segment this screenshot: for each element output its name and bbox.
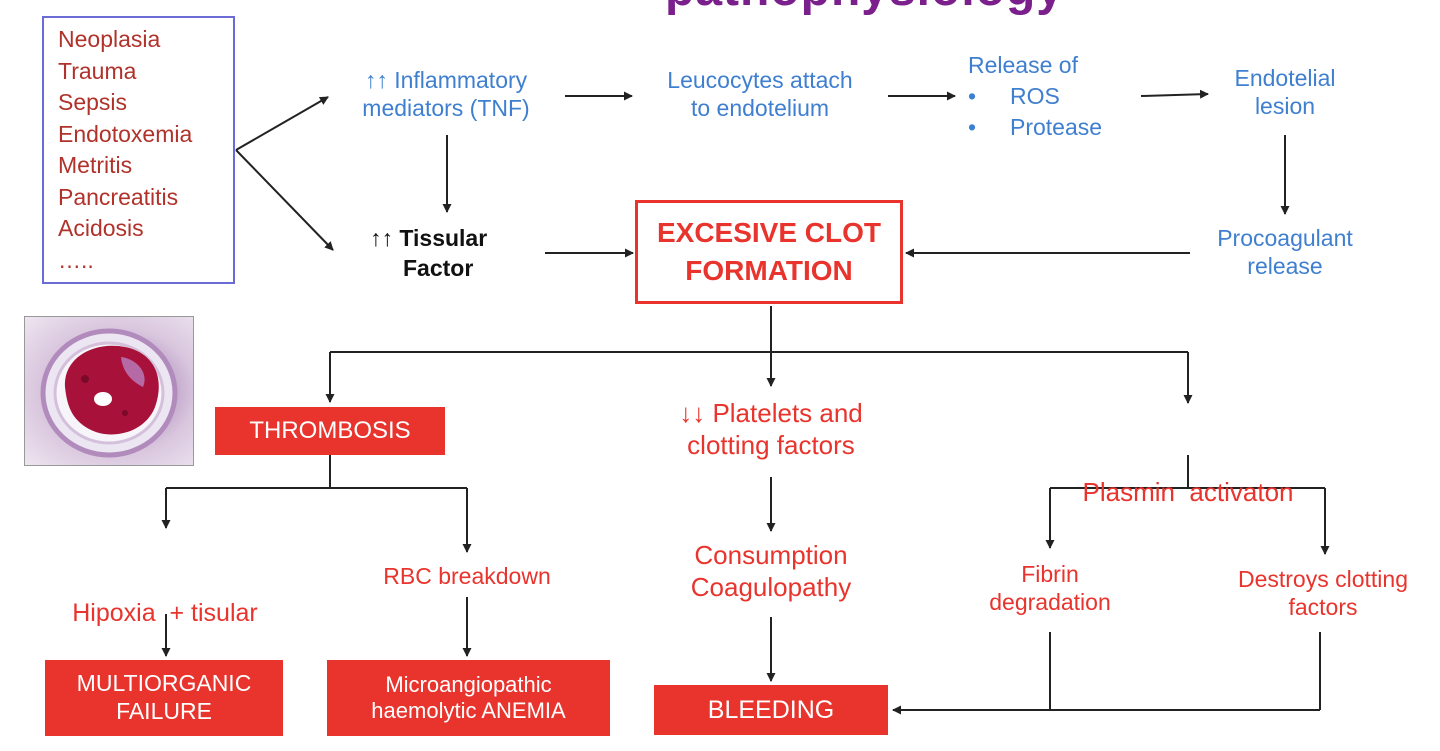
- procoagulant-line-1: Procoagulant: [1217, 225, 1353, 251]
- cause-item: Endotoxemia: [58, 120, 193, 147]
- cause-item: …..: [58, 246, 94, 273]
- cause-item: Metritis: [58, 152, 133, 178]
- tissular-line-2: Factor: [403, 254, 474, 281]
- plasmin-activation-node: Plasmin activaton: [1050, 414, 1326, 541]
- cause-item: Trauma: [58, 57, 137, 84]
- procoagulant-line-2: release: [1247, 253, 1323, 280]
- inflammatory-mediators-node: ↑↑ Inflammatory mediators (TNF): [338, 66, 554, 122]
- title-fragment: pathophysiology: [665, 0, 1064, 17]
- anemia-box: Microangiopathic haemolytic ANEMIA: [327, 660, 610, 736]
- excesive-clot-formation-box: EXCESIVE CLOT FORMATION: [635, 200, 903, 304]
- clot-line-1: EXCESIVE CLOT: [656, 217, 882, 249]
- multiorganic-line-2: FAILURE: [116, 698, 212, 724]
- multiorganic-failure-box: MULTIORGANIC FAILURE: [45, 660, 283, 736]
- hipoxia-line-1: Hipoxia + tisular: [72, 599, 258, 627]
- platelets-line-2: clotting factors: [687, 429, 855, 460]
- fibrin-line-2: degradation: [989, 589, 1111, 616]
- leucocytes-node: Leucocytes attach to endotelium: [640, 66, 880, 122]
- leucocytes-line-1: Leucocytes attach: [667, 67, 853, 93]
- release-item-protease: •Protease: [968, 112, 1138, 143]
- cause-item: Sepsis: [58, 89, 128, 115]
- histology-image: [24, 316, 194, 466]
- multiorganic-line-1: MULTIORGANIC: [76, 670, 252, 697]
- endotelial-lesion-node: Endotelial lesion: [1205, 64, 1365, 120]
- platelets-line-1: ↓↓ Platelets and: [679, 398, 863, 428]
- tissular-factor-node: ↑↑ Tissular Factor: [345, 224, 545, 284]
- bleeding-box: BLEEDING: [654, 685, 888, 735]
- procoagulant-release-node: Procoagulant release: [1195, 224, 1375, 280]
- rbc-breakdown-node: RBC breakdown: [350, 562, 584, 590]
- destroys-line-2: factors: [1288, 594, 1358, 621]
- consumption-line-1: Consumption: [694, 540, 848, 570]
- endotelial-line-1: Endotelial: [1234, 65, 1336, 91]
- anemia-line-2: haemolytic ANEMIA: [371, 698, 566, 723]
- clot-line-2: FORMATION: [685, 255, 853, 286]
- cause-item: Neoplasia: [58, 26, 161, 52]
- release-item-ros: •ROS: [968, 81, 1138, 112]
- endotelial-line-2: lesion: [1254, 93, 1316, 120]
- destroys-line-1: Destroys clotting: [1237, 566, 1408, 592]
- rbc-label: RBC breakdown: [383, 563, 551, 589]
- bleeding-label: BLEEDING: [707, 696, 835, 724]
- bullet-icon: •: [968, 83, 977, 109]
- thrombosis-box: THROMBOSIS: [215, 407, 445, 455]
- fibrin-line-1: Fibrin: [1021, 561, 1079, 587]
- fibrin-degradation-node: Fibrin degradation: [960, 560, 1140, 616]
- thrombus-vessel-graphic: [40, 328, 178, 458]
- release-node: Release of •ROS •Protease: [968, 50, 1138, 143]
- tissular-line-1: ↑↑ Tissular: [370, 225, 488, 251]
- destroys-clotting-node: Destroys clotting factors: [1218, 565, 1428, 621]
- leucocytes-line-2: to endotelium: [690, 95, 830, 122]
- release-title: Release of: [968, 52, 1078, 78]
- cause-item: Pancreatitis: [58, 183, 179, 210]
- platelets-node: ↓↓ Platelets and clotting factors: [640, 398, 902, 461]
- thrombosis-label: THROMBOSIS: [249, 416, 411, 444]
- inflammatory-line-2: mediators (TNF): [362, 95, 530, 122]
- bullet-icon: •: [968, 114, 977, 140]
- anemia-line-1: Microangiopathic: [385, 671, 552, 697]
- plasmin-label: Plasmin activaton: [1082, 477, 1294, 508]
- consumption-line-2: Coagulopathy: [690, 571, 852, 602]
- inflammatory-line-1: ↑↑ Inflammatory: [364, 67, 528, 93]
- cause-item: Acidosis: [58, 215, 144, 241]
- consumption-coagulopathy-node: Consumption Coagulopathy: [656, 540, 886, 603]
- causes-list: Neoplasia Trauma Sepsis Endotoxemia Metr…: [42, 16, 235, 284]
